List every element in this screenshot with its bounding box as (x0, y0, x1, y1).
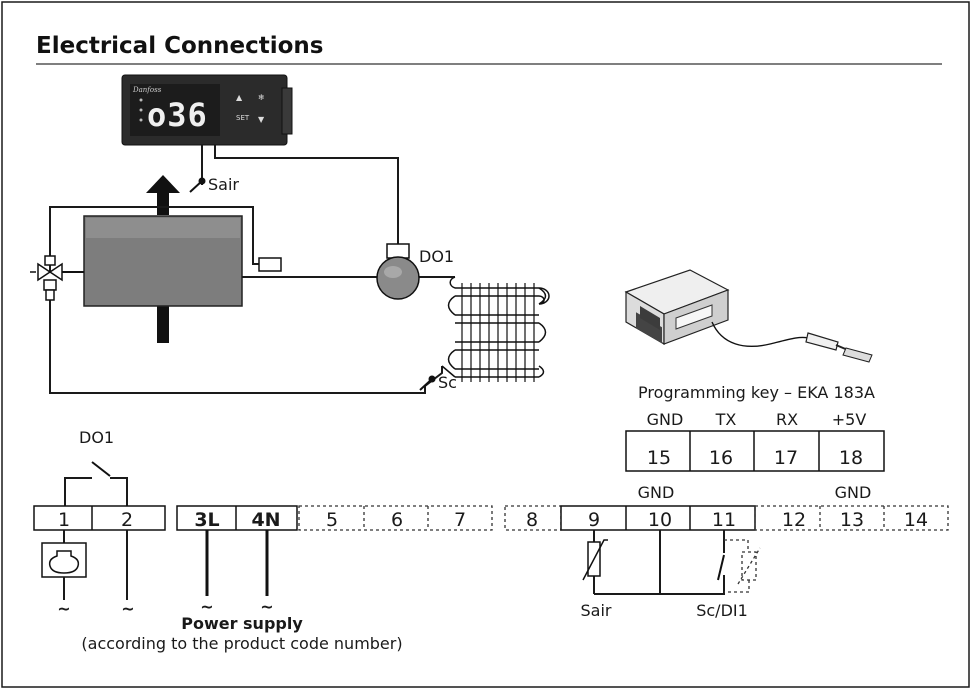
terminal-7: 7 (454, 509, 466, 531)
do1-wire (214, 145, 399, 244)
sair-thermistor-icon (582, 539, 608, 581)
key-terminal-15: 15 (647, 447, 671, 469)
key-header-rx: RX (776, 410, 798, 429)
power-supply-note: (according to the product code number) (81, 634, 402, 653)
gnd-label-10: GND (638, 483, 675, 502)
terminal-block-power (176, 505, 298, 531)
terminal-block-1-2 (33, 505, 166, 531)
button-set-label: SET (236, 114, 250, 122)
terminal-8: 8 (526, 509, 538, 531)
button-down-icon: ▼ (258, 115, 265, 124)
key-terminal-headers: GND TX RX +5V (647, 410, 867, 429)
sair-sensor-icon (198, 177, 206, 185)
terminal-3l: 3L (194, 509, 219, 531)
gnd-label-13: GND (835, 483, 872, 502)
controller-unit: Danfoss o36 ▲ ❄ SET ▼ (121, 74, 293, 146)
tilde-4n: ~ (260, 597, 273, 616)
expansion-valve-icon (30, 255, 84, 301)
terminal-10: 10 (648, 509, 672, 531)
airflow-arrow-icon (146, 175, 180, 215)
terminal-2: 2 (121, 509, 133, 531)
controller-display: o36 (147, 96, 208, 134)
key-header-gnd: GND (647, 410, 684, 429)
liquid-line (49, 300, 426, 394)
condenser-coil-icon (441, 276, 550, 378)
key-terminal-16: 16 (709, 447, 733, 469)
terminal-12: 12 (782, 509, 806, 531)
terminal-6: 6 (391, 509, 403, 531)
terminal-1: 1 (58, 509, 70, 531)
key-terminal-18: 18 (839, 447, 863, 469)
brand-logo: Danfoss (132, 86, 162, 94)
terminal-13: 13 (840, 509, 864, 531)
sair-label-bottom: Sair (581, 601, 612, 620)
key-header-5v: +5V (832, 410, 867, 429)
di1-switch-icon (717, 554, 725, 581)
key-header-tx: TX (715, 410, 737, 429)
evaporator-sensor (258, 257, 282, 272)
button-up-icon: ▲ (236, 93, 243, 102)
do1-label-top: DO1 (419, 247, 454, 266)
airflow-tail (157, 305, 169, 343)
defrost-icon: ❄ (258, 93, 265, 102)
sensor-common-wire (594, 575, 725, 595)
power-supply-label: Power supply (181, 614, 303, 633)
programming-key-icon (624, 269, 873, 363)
terminal-4n: 4N (251, 509, 280, 531)
load-icon (41, 542, 87, 578)
sc-label-top: Sc (438, 373, 457, 392)
do1-switch-label: DO1 (79, 428, 114, 447)
do1-relay-switch (64, 461, 128, 506)
sair-label-top: Sair (208, 175, 239, 194)
terminal-block-9-11 (560, 505, 756, 531)
sc-di1-dashed-option (724, 539, 761, 593)
tilde-1: ~ (57, 599, 70, 618)
tilde-2: ~ (121, 599, 134, 618)
condenser-fins (461, 283, 535, 382)
page-title: Electrical Connections (36, 33, 324, 59)
terminal-9: 9 (588, 509, 600, 531)
key-terminal-block: 15 16 17 18 (625, 430, 885, 472)
terminal-block-5-7 (298, 505, 493, 531)
compressor-icon (376, 243, 420, 300)
sc-di1-label: Sc/DI1 (696, 601, 748, 620)
tilde-3l: ~ (200, 597, 213, 616)
terminal-11: 11 (712, 509, 736, 531)
programming-key-label: Programming key – EKA 183A (638, 383, 875, 402)
key-terminal-17: 17 (774, 447, 798, 469)
terminal-block-12-14 (754, 505, 949, 531)
sc-sensor-icon (428, 375, 436, 383)
terminal-5: 5 (326, 509, 338, 531)
refrigerant-line-top (49, 206, 259, 272)
terminal-14: 14 (904, 509, 928, 531)
